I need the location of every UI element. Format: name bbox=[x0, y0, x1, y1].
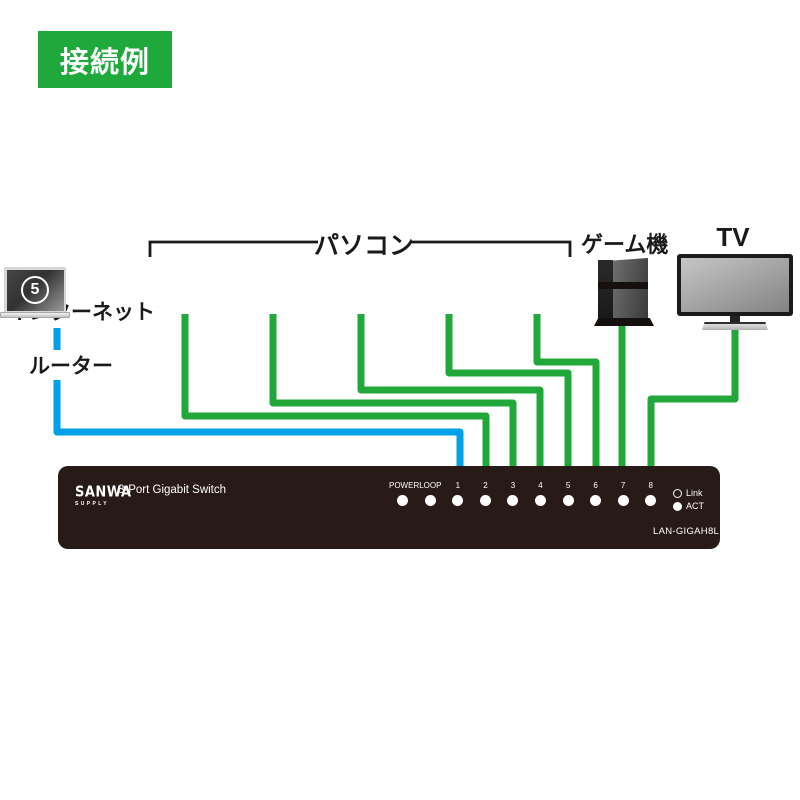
cable-router-to-port-1 bbox=[53, 328, 464, 470]
led-indicator bbox=[645, 495, 657, 506]
connection-example-badge: 接続例 bbox=[38, 31, 172, 88]
led-indicator bbox=[507, 495, 519, 506]
switch-product-title: 8-Port Gigabit Switch bbox=[118, 484, 227, 496]
act-led-icon bbox=[673, 502, 682, 511]
tv-screen bbox=[681, 258, 789, 312]
led-port-7: 7 bbox=[609, 481, 637, 506]
led-port-6: 6 bbox=[582, 481, 610, 506]
act-status-row: ACT bbox=[673, 500, 704, 513]
led-indicator bbox=[562, 495, 574, 506]
game-console-label: ゲーム機 bbox=[581, 232, 669, 257]
cable-tv-to-port-8 bbox=[647, 328, 739, 470]
console-body bbox=[613, 258, 648, 320]
link-led-icon bbox=[673, 489, 682, 498]
led-loop: LOOP bbox=[417, 481, 445, 506]
led-label: 8 bbox=[648, 481, 653, 490]
pc-number-badge: 5 bbox=[21, 276, 49, 304]
led-label: 5 bbox=[565, 481, 571, 490]
laptop-display: 5 bbox=[6, 269, 64, 311]
led-label: 3 bbox=[510, 481, 516, 490]
led-indicator bbox=[397, 495, 409, 506]
led-indicator bbox=[479, 495, 491, 506]
console-groove bbox=[598, 282, 648, 289]
led-indicator bbox=[590, 495, 602, 506]
link-label: Link bbox=[686, 488, 703, 498]
led-row: POWER LOOP 1 2 3 4 bbox=[389, 481, 664, 506]
tv-stand-neck bbox=[730, 316, 740, 322]
led-port-2: 2 bbox=[472, 481, 500, 506]
led-indicator bbox=[617, 495, 629, 506]
link-act-status: Link ACT bbox=[673, 487, 704, 513]
console-side-panel bbox=[598, 260, 613, 320]
led-port-8: 8 bbox=[637, 481, 665, 506]
brand-name: SANWA bbox=[75, 484, 132, 502]
cable-pc5-to-port-6 bbox=[533, 314, 600, 470]
led-label: 1 bbox=[455, 481, 461, 490]
laptop-screen: 5 bbox=[4, 267, 66, 313]
led-port-5: 5 bbox=[554, 481, 582, 506]
brand-subtitle: SUPPLY bbox=[75, 501, 109, 507]
led-indicator bbox=[535, 495, 546, 506]
led-label: LOOP bbox=[419, 481, 442, 490]
cable-pc4-to-port-5 bbox=[445, 314, 572, 470]
cable-pc3-to-port-4 bbox=[357, 314, 544, 470]
led-port-1: 1 bbox=[444, 481, 472, 506]
cable-pc1-to-port-2 bbox=[181, 314, 490, 470]
led-label: POWER bbox=[389, 481, 420, 490]
pc-group-bracket bbox=[148, 240, 572, 257]
led-indicator bbox=[452, 495, 464, 506]
laptop-base bbox=[0, 312, 70, 318]
pc-group-label: パソコン bbox=[313, 232, 414, 260]
led-port-4: 4 bbox=[527, 481, 555, 506]
console-stand bbox=[594, 318, 654, 326]
led-label: 6 bbox=[593, 481, 598, 490]
tv-stand-base bbox=[702, 322, 768, 330]
led-port-3: 3 bbox=[499, 481, 527, 506]
act-label: ACT bbox=[686, 501, 704, 511]
pc-laptop-5: 5 bbox=[0, 267, 70, 318]
cable-pc2-to-port-3 bbox=[269, 314, 517, 470]
model-number: LAN-GIGAH8L bbox=[653, 526, 720, 537]
router-label: ルーター bbox=[26, 350, 116, 380]
led-label: 7 bbox=[620, 481, 626, 490]
led-label: 4 bbox=[538, 481, 543, 490]
tv-set bbox=[677, 254, 793, 330]
tv-frame bbox=[677, 254, 793, 316]
led-power: POWER bbox=[389, 481, 420, 506]
game-console bbox=[594, 257, 654, 327]
led-label: 2 bbox=[483, 481, 488, 490]
sanwa-logo: SANWA SUPPLY bbox=[75, 484, 132, 507]
tv-label: TV bbox=[716, 222, 750, 252]
link-status-row: Link bbox=[673, 487, 704, 500]
gigabit-switch: SANWA SUPPLY 8-Port Gigabit Switch POWER… bbox=[58, 466, 720, 549]
led-indicator bbox=[424, 495, 436, 506]
